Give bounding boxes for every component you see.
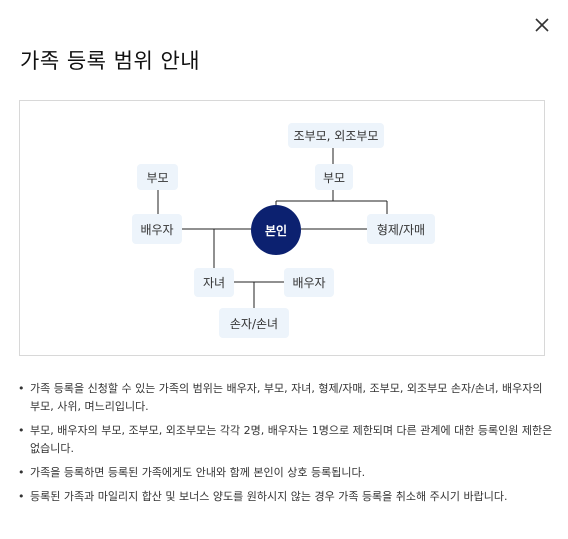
family-tree-diagram: 조부모, 외조부모 부모 부모 배우자 본인 형제/자매 자녀 배우자 손자/손…: [19, 100, 545, 356]
note-item: • 부모, 배우자의 부모, 조부모, 외조부모는 각각 2명, 배우자는 1명으…: [18, 422, 554, 458]
bullet-icon: •: [18, 424, 25, 437]
note-item: • 등록된 가족과 마일리지 합산 및 보너스 양도를 원하시지 않는 경우 가족…: [18, 488, 554, 506]
node-spouse-parents: 부모: [137, 164, 178, 190]
close-icon: [535, 18, 549, 32]
dialog-title: 가족 등록 범위 안내: [20, 49, 201, 73]
note-text: 등록된 가족과 마일리지 합산 및 보너스 양도를 원하시지 않는 경우 가족 …: [30, 490, 508, 503]
node-parents: 부모: [315, 164, 353, 190]
node-siblings: 형제/자매: [367, 214, 435, 244]
note-text: 부모, 배우자의 부모, 조부모, 외조부모는 각각 2명, 배우자는 1명으로…: [30, 424, 553, 455]
bullet-icon: •: [18, 382, 25, 395]
node-children: 자녀: [194, 268, 234, 297]
node-spouse: 배우자: [132, 214, 182, 244]
note-text: 가족 등록을 신청할 수 있는 가족의 범위는 배우자, 부모, 자녀, 형제/…: [30, 382, 543, 413]
node-child-spouse: 배우자: [284, 268, 334, 297]
note-item: • 가족을 등록하면 등록된 가족에게도 안내와 함께 본인이 상호 등록됩니다.: [18, 464, 554, 482]
bullet-icon: •: [18, 490, 25, 503]
note-item: • 가족 등록을 신청할 수 있는 가족의 범위는 배우자, 부모, 자녀, 형제…: [18, 380, 554, 416]
tree-connectors: [157, 148, 388, 308]
note-text: 가족을 등록하면 등록된 가족에게도 안내와 함께 본인이 상호 등록됩니다.: [30, 466, 366, 479]
notes-list: • 가족 등록을 신청할 수 있는 가족의 범위는 배우자, 부모, 자녀, 형제…: [18, 380, 554, 512]
bullet-icon: •: [18, 466, 25, 479]
close-button[interactable]: [532, 15, 552, 35]
node-grandchildren: 손자/손녀: [219, 308, 289, 338]
node-grandparents: 조부모, 외조부모: [288, 123, 384, 148]
node-self: 본인: [251, 205, 301, 255]
